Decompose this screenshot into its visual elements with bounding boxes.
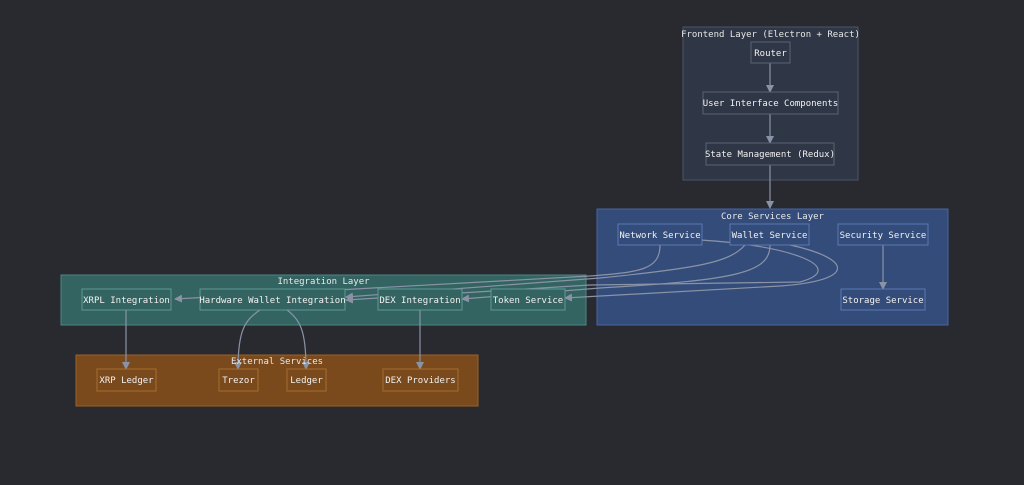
node-storage-service[interactable]: Storage Service (840, 288, 926, 311)
svg-text:Hardware Wallet Integration: Hardware Wallet Integration (199, 296, 345, 306)
svg-text:Ledger: Ledger (290, 376, 323, 386)
svg-text:XRP Ledger: XRP Ledger (99, 376, 154, 386)
edge-wallet-dex (461, 244, 771, 303)
svg-text:State Management (Redux): State Management (Redux) (705, 150, 835, 160)
group-integration-label: Integration Layer (277, 277, 370, 287)
node-xrp-ledger[interactable]: XRP Ledger (96, 368, 157, 392)
group-external-label: External Services (231, 357, 323, 367)
svg-text:Router: Router (754, 49, 787, 59)
svg-text:Token Service: Token Service (493, 296, 563, 306)
node-xrpl-integration[interactable]: XRPL Integration (81, 288, 172, 311)
node-hardware-wallet-integration[interactable]: Hardware Wallet Integration (199, 288, 346, 311)
node-ledger[interactable]: Ledger (286, 368, 327, 392)
node-state-management[interactable]: State Management (Redux) (705, 142, 835, 166)
node-ui-components[interactable]: User Interface Components (702, 91, 839, 115)
node-dex-integration[interactable]: DEX Integration (377, 288, 463, 311)
group-core-label: Core Services Layer (721, 212, 825, 222)
svg-text:Security Service: Security Service (840, 231, 927, 241)
edge-network-xrpl (174, 244, 661, 303)
edge-wallet-hw (345, 244, 746, 301)
svg-text:XRPL Integration: XRPL Integration (83, 296, 170, 306)
node-dex-providers[interactable]: DEX Providers (382, 368, 459, 392)
edge-hw-ledger (286, 309, 310, 370)
node-token-service[interactable]: Token Service (490, 288, 566, 311)
node-network-service[interactable]: Network Service (617, 223, 703, 246)
edge-hw-trezor (234, 309, 261, 370)
svg-text:Trezor: Trezor (222, 376, 255, 386)
edge-wallet-token (564, 244, 838, 302)
svg-text:Storage Service: Storage Service (842, 296, 923, 306)
node-security-service[interactable]: Security Service (837, 223, 929, 246)
group-frontend-label: Frontend Layer (Electron + React) (681, 30, 860, 40)
svg-text:DEX Integration: DEX Integration (379, 296, 460, 306)
svg-text:DEX Providers: DEX Providers (385, 376, 455, 386)
node-trezor[interactable]: Trezor (218, 368, 259, 392)
svg-text:Wallet Service: Wallet Service (732, 231, 808, 241)
svg-text:Network Service: Network Service (619, 231, 700, 241)
svg-text:User Interface Components: User Interface Components (703, 99, 838, 109)
node-router[interactable]: Router (750, 41, 791, 64)
node-wallet-service[interactable]: Wallet Service (729, 223, 810, 246)
